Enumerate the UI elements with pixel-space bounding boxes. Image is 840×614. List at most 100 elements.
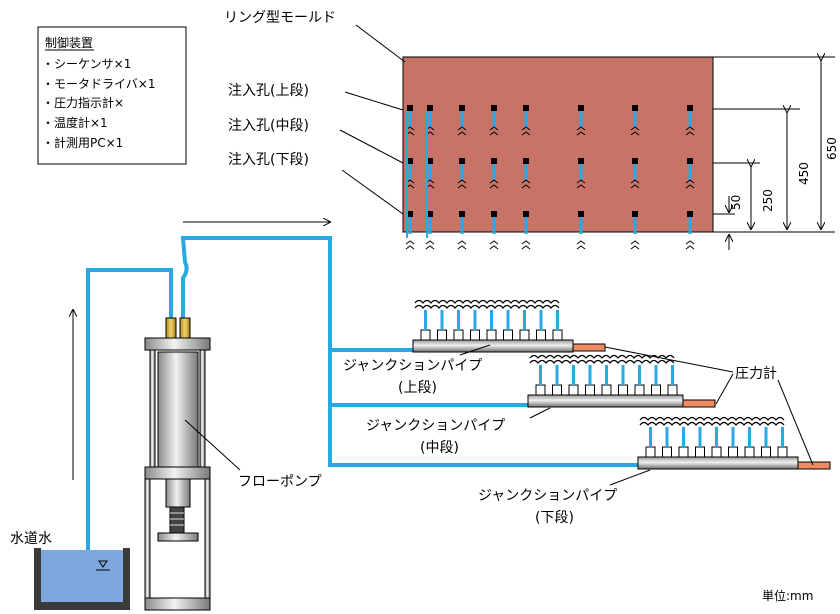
tube-break (630, 240, 640, 250)
leader-middle (339, 129, 404, 164)
junction-outlet (678, 446, 689, 458)
injection-hole (632, 105, 638, 111)
junction-pipes (412, 299, 831, 470)
injection-hole (632, 158, 638, 164)
junction-outlet (470, 329, 480, 341)
tube-break (521, 126, 531, 136)
junction-outlet (519, 329, 530, 341)
dim-50: 50 (729, 195, 743, 210)
injection-hole (687, 211, 693, 217)
tube-break (576, 126, 586, 136)
mold-label: リング型モールド (224, 10, 336, 26)
ring-mold (402, 56, 714, 250)
injection-hole (459, 158, 465, 164)
junction-body (637, 456, 799, 470)
tube-break (405, 240, 415, 250)
control-box-title: 制御装置 (45, 35, 93, 50)
pressure-gauge (797, 461, 831, 470)
tube-break (521, 179, 531, 189)
injection-hole (578, 105, 584, 111)
label-upper-holes: 注入孔(上段) (228, 83, 309, 99)
junction-middle-level: (中段) (420, 440, 459, 456)
tube-break (521, 240, 531, 250)
junction-outlet (601, 384, 612, 396)
tube-break (685, 240, 695, 250)
tube-break (529, 359, 675, 364)
junction-outlet (585, 384, 595, 396)
pressure-gauge (572, 343, 606, 352)
tube-break (529, 354, 675, 359)
junction-outlet (420, 329, 431, 341)
pressure-gauge-label: 圧力計 (735, 366, 777, 382)
tube-break (457, 179, 467, 189)
water-label: 水道水 (10, 531, 52, 547)
label-middle-holes: 注入孔(中段) (228, 118, 309, 134)
injection-hole (687, 105, 693, 111)
tube-break (414, 304, 560, 309)
label-lower-holes: 注入孔(下段) (228, 152, 309, 168)
junction-outlet (634, 384, 645, 396)
unit-label: 単位:mm (762, 588, 813, 603)
pump-label: フローポンプ (238, 474, 322, 490)
junction-lower-leader (609, 469, 651, 486)
junction-outlet (486, 329, 497, 341)
injection-hole-grid (405, 105, 695, 250)
injection-hole (407, 158, 413, 164)
pipe-network (86, 236, 640, 566)
tube-break (685, 126, 695, 136)
control-item: ・計測用PC×1 (42, 135, 123, 150)
junction-lower-level: (下段) (535, 510, 574, 526)
injection-hole (491, 211, 497, 217)
junction-outlet (711, 446, 722, 458)
junction-outlet (437, 329, 447, 341)
junction-body (412, 339, 574, 353)
pump-leader (184, 419, 241, 471)
dim-250: 250 (761, 189, 775, 212)
injection-hole (632, 211, 638, 217)
injection-hole (407, 105, 413, 111)
injection-hole (578, 158, 584, 164)
injection-hole (523, 211, 529, 217)
dimension-lines (713, 57, 835, 250)
junction-outlet (645, 446, 656, 458)
injection-hole (491, 158, 497, 164)
tube-break (489, 240, 499, 250)
junction-outlet (552, 384, 562, 396)
dim-450: 450 (797, 162, 811, 185)
tube-break (630, 126, 640, 136)
junction-outlet (695, 446, 705, 458)
tube-break (425, 240, 435, 250)
injection-hole (427, 105, 433, 111)
control-box: 制御装置 ・シーケンサ×1 ・モータドライバ×1 ・圧力指示計× ・温度計×1 … (37, 26, 187, 165)
control-item: ・モータドライバ×1 (42, 77, 155, 91)
junction-outlet (453, 329, 464, 341)
leader-lower (341, 169, 404, 215)
tube-break (685, 179, 695, 189)
junction-outlet (618, 384, 628, 396)
tube-break (576, 240, 586, 250)
injection-hole (578, 211, 584, 217)
junction-upper-name: ジャンクションパイプ (343, 358, 482, 374)
junction-outlet (662, 446, 672, 458)
injection-hole (459, 211, 465, 217)
tube-break (639, 416, 785, 421)
injection-hole (427, 158, 433, 164)
tube-break (489, 126, 499, 136)
junction-outlet (503, 329, 513, 341)
gauge-leaders (604, 346, 814, 466)
junction-outlet (761, 446, 771, 458)
junction-outlet (568, 384, 579, 396)
junction-outlet (651, 384, 661, 396)
junction-middle-name: ジャンクションパイプ (366, 418, 505, 434)
injection-hole (407, 211, 413, 217)
junction-upper-leader (459, 344, 491, 356)
junction-outlet (535, 384, 546, 396)
control-item: ・シーケンサ×1 (42, 57, 131, 71)
leader-upper (344, 91, 404, 111)
junction-outlet (744, 446, 755, 458)
injection-hole (523, 105, 529, 111)
pressure-gauge (682, 399, 716, 408)
tube-break (630, 179, 640, 189)
water-tank (34, 548, 130, 610)
dim-650: 650 (825, 137, 839, 160)
